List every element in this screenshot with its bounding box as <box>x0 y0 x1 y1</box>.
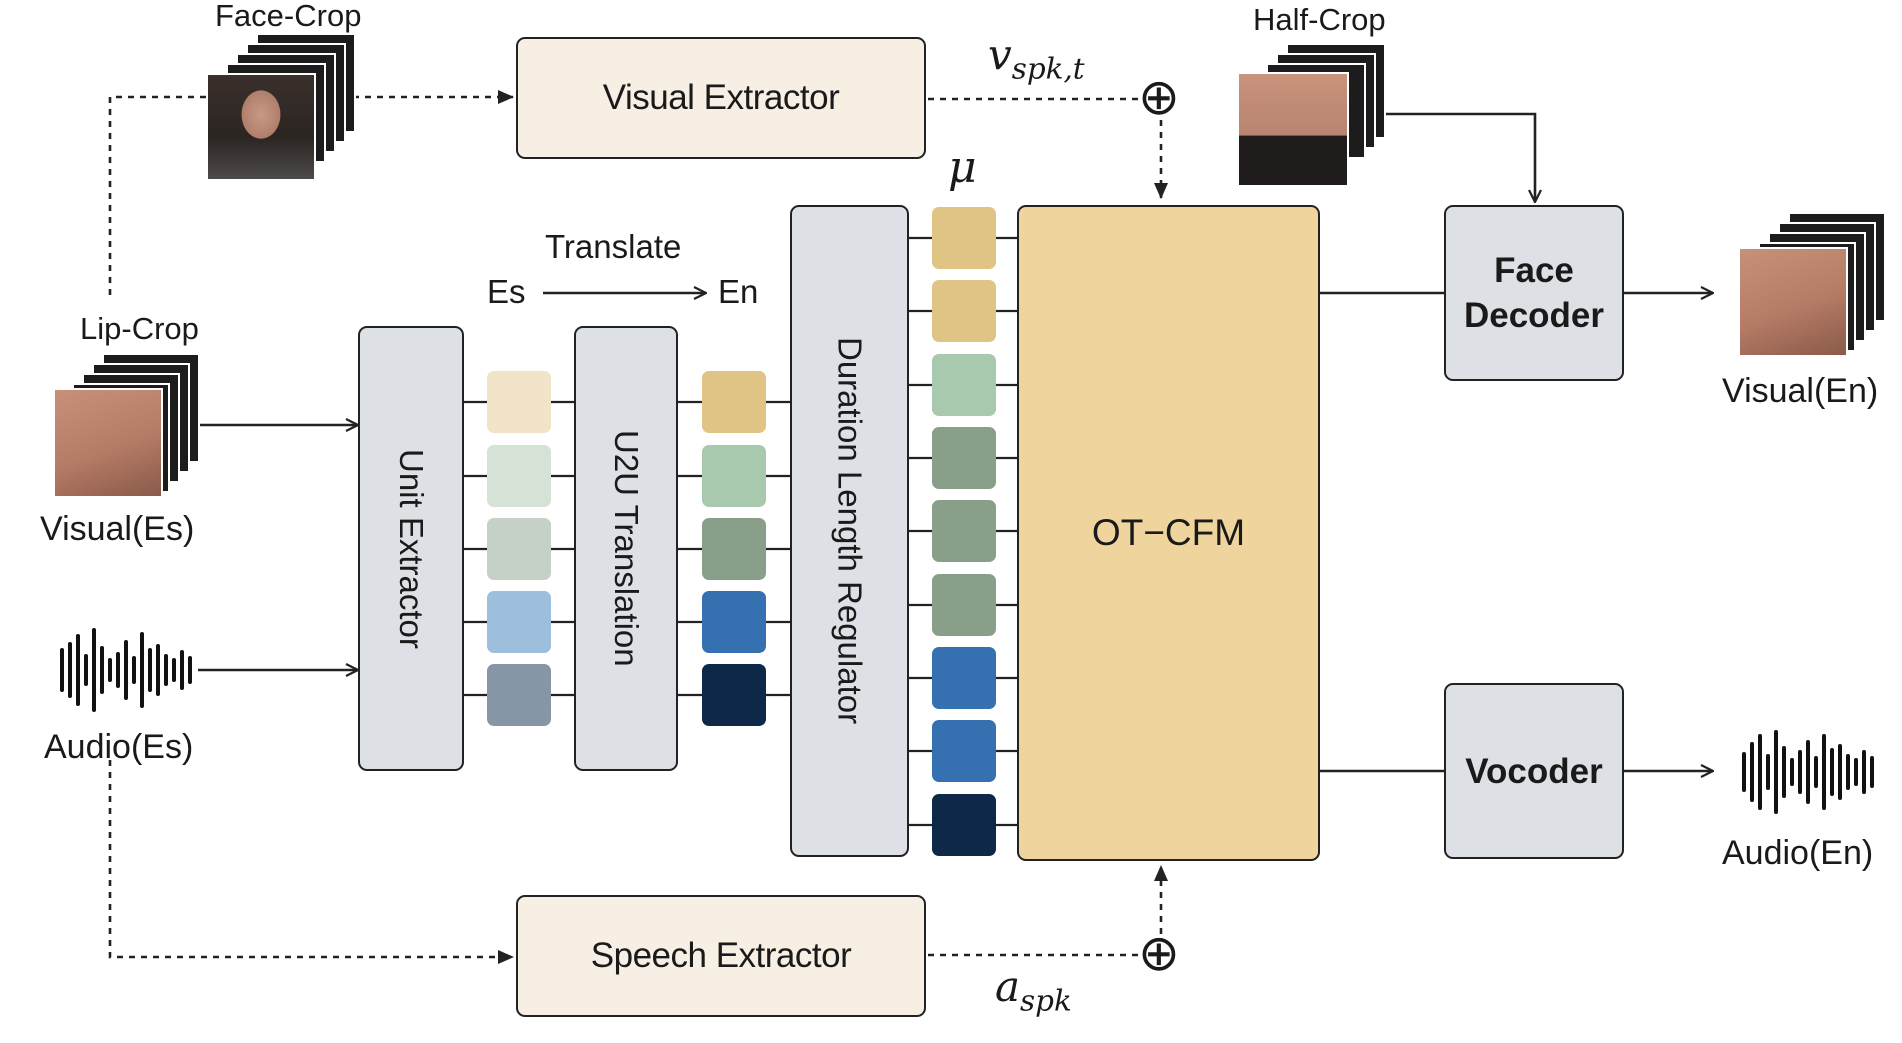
vocoder-label: Vocoder <box>1465 751 1603 791</box>
lip-crop-label: Lip-Crop <box>80 311 199 346</box>
translated-token <box>702 371 766 433</box>
unit-token <box>487 518 551 580</box>
expanded-token <box>932 720 996 782</box>
translated-token <box>702 518 766 580</box>
expanded-token <box>932 647 996 709</box>
duration-length-regulator-label: Duration Length Regulator <box>831 337 869 725</box>
face-crop-dashed-path <box>108 95 210 295</box>
unit-extractor-block: Unit Extractor <box>358 326 464 771</box>
translate-label: Translate <box>545 228 682 265</box>
expanded-token <box>932 207 996 269</box>
ot-cfm-label: OT−CFM <box>1091 512 1246 553</box>
duration-length-regulator-block: Duration Length Regulator <box>790 205 909 857</box>
mu-symbol: μ <box>948 142 977 193</box>
expanded-token <box>932 574 996 636</box>
face-decoder-label-line1: Face <box>1494 251 1574 290</box>
waveform-en-icon <box>1742 730 1874 814</box>
visual-extractor-block: Visual Extractor <box>516 37 926 159</box>
unit-token <box>487 371 551 433</box>
source-language-label: Es <box>487 273 526 310</box>
face-crop-image <box>206 73 316 181</box>
visual-speaker-embedding-label: vspk,t <box>988 30 1085 86</box>
expanded-token <box>932 500 996 562</box>
expanded-token <box>932 280 996 342</box>
unit-token <box>487 445 551 507</box>
vocoder-block: Vocoder <box>1444 683 1624 859</box>
translated-token <box>702 591 766 653</box>
u2u-translation-label: U2U Translation <box>608 430 645 667</box>
visual-extractor-label: Visual Extractor <box>602 78 840 117</box>
audio-en-label: Audio(En) <box>1722 834 1874 872</box>
translated-token <box>702 664 766 726</box>
speech-extractor-label: Speech Extractor <box>590 936 852 975</box>
visual-en-label: Visual(En) <box>1722 372 1879 410</box>
half-crop-to-face-decoder <box>1385 112 1535 202</box>
speech-extractor-block: Speech Extractor <box>516 895 926 1017</box>
half-crop-image <box>1237 72 1349 187</box>
face-decoder-label-line2: Decoder <box>1463 296 1605 335</box>
visual-en-image <box>1738 247 1848 357</box>
audio-es-dashed-path <box>108 760 514 964</box>
unit-extractor-label: Unit Extractor <box>393 448 430 649</box>
audio-speaker-embedding-label: aspk <box>995 962 1072 1018</box>
plus-bottom-icon: ⊕ <box>1138 924 1180 982</box>
expanded-token <box>932 354 996 416</box>
expanded-token <box>932 794 996 856</box>
ot-cfm-block: OT−CFM <box>1017 205 1320 861</box>
translated-token <box>702 445 766 507</box>
expanded-token <box>932 427 996 489</box>
waveform-es-icon <box>60 628 192 712</box>
visual-es-label: Visual(Es) <box>40 510 195 548</box>
face-crop-label: Face-Crop <box>215 0 362 33</box>
plus-top-icon: ⊕ <box>1138 68 1180 126</box>
target-language-label: En <box>718 273 759 310</box>
u2u-translation-block: U2U Translation <box>574 326 678 771</box>
half-crop-label: Half-Crop <box>1253 2 1386 37</box>
unit-token <box>487 664 551 726</box>
unit-token <box>487 591 551 653</box>
lip-crop-image <box>53 388 163 498</box>
audio-es-label: Audio(Es) <box>44 728 194 766</box>
